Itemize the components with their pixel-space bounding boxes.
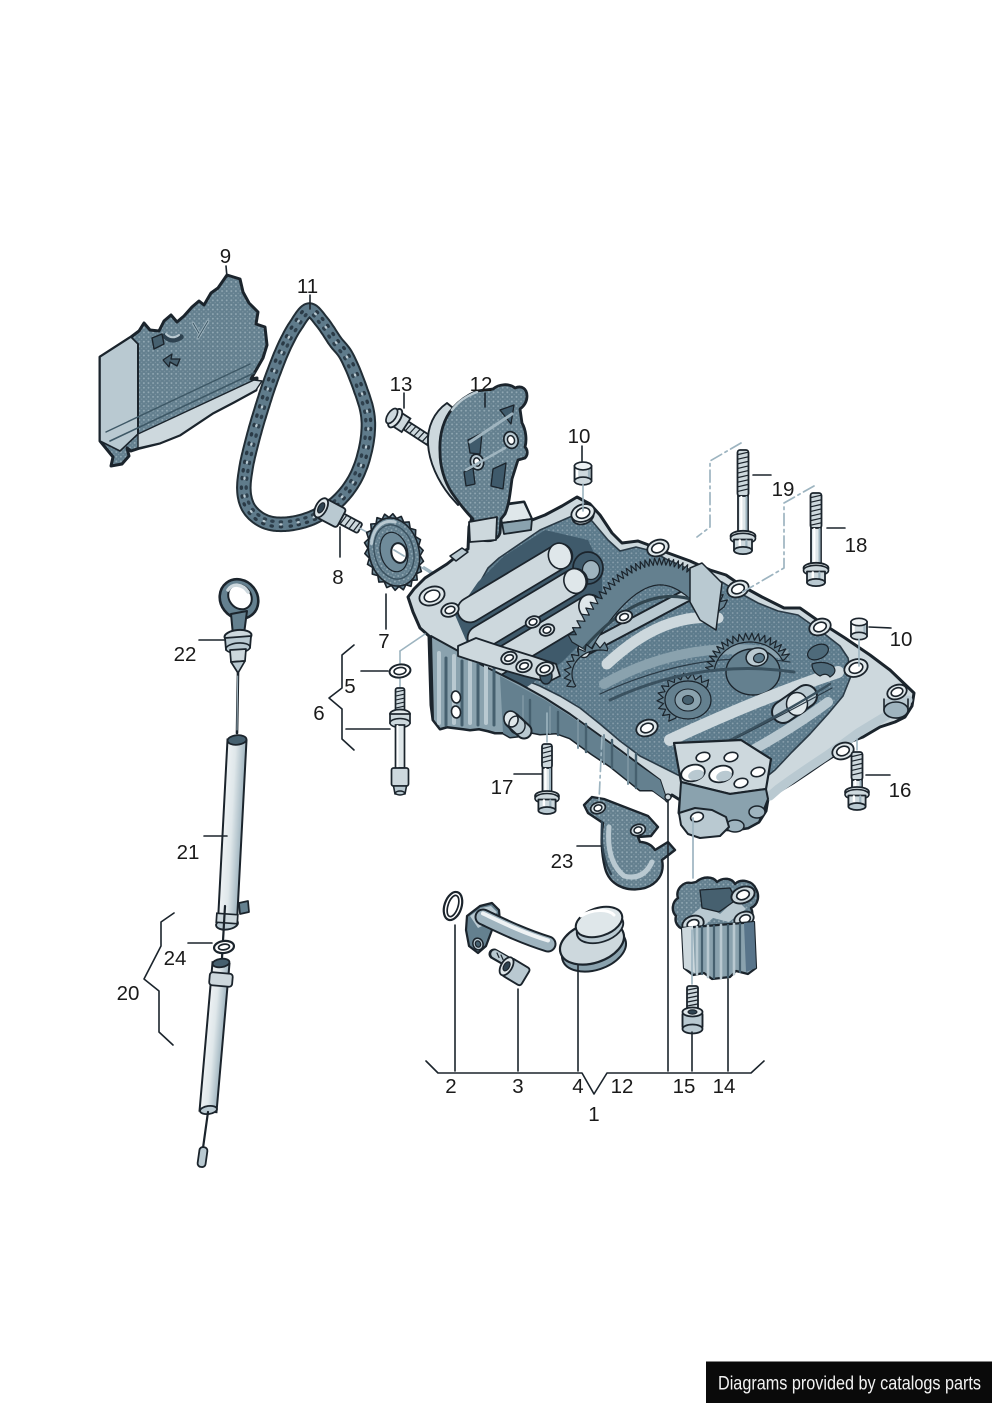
svg-text:14: 14 [713, 1075, 736, 1098]
svg-text:6: 6 [313, 702, 324, 725]
svg-text:15: 15 [673, 1075, 696, 1098]
svg-text:8: 8 [332, 566, 343, 589]
svg-text:13: 13 [390, 373, 413, 396]
svg-text:19: 19 [772, 478, 795, 501]
svg-text:9: 9 [220, 245, 231, 268]
svg-text:11: 11 [297, 275, 318, 298]
svg-text:24: 24 [164, 947, 187, 970]
svg-text:20: 20 [117, 982, 140, 1005]
svg-text:17: 17 [491, 776, 514, 799]
svg-text:10: 10 [568, 425, 591, 448]
svg-text:12: 12 [611, 1075, 634, 1098]
svg-text:10: 10 [890, 628, 913, 651]
svg-text:7: 7 [378, 630, 389, 653]
svg-text:5: 5 [344, 675, 355, 698]
svg-text:2: 2 [445, 1075, 456, 1098]
svg-text:Diagrams provided by catalogs: Diagrams provided by catalogs parts [718, 1374, 981, 1395]
svg-text:23: 23 [551, 850, 574, 873]
svg-text:1: 1 [588, 1103, 599, 1126]
svg-text:4: 4 [572, 1075, 583, 1098]
svg-text:16: 16 [889, 779, 912, 802]
svg-text:12: 12 [470, 373, 493, 396]
svg-text:21: 21 [177, 841, 200, 864]
svg-text:22: 22 [174, 643, 197, 666]
svg-text:18: 18 [845, 534, 868, 557]
svg-text:3: 3 [512, 1075, 523, 1098]
